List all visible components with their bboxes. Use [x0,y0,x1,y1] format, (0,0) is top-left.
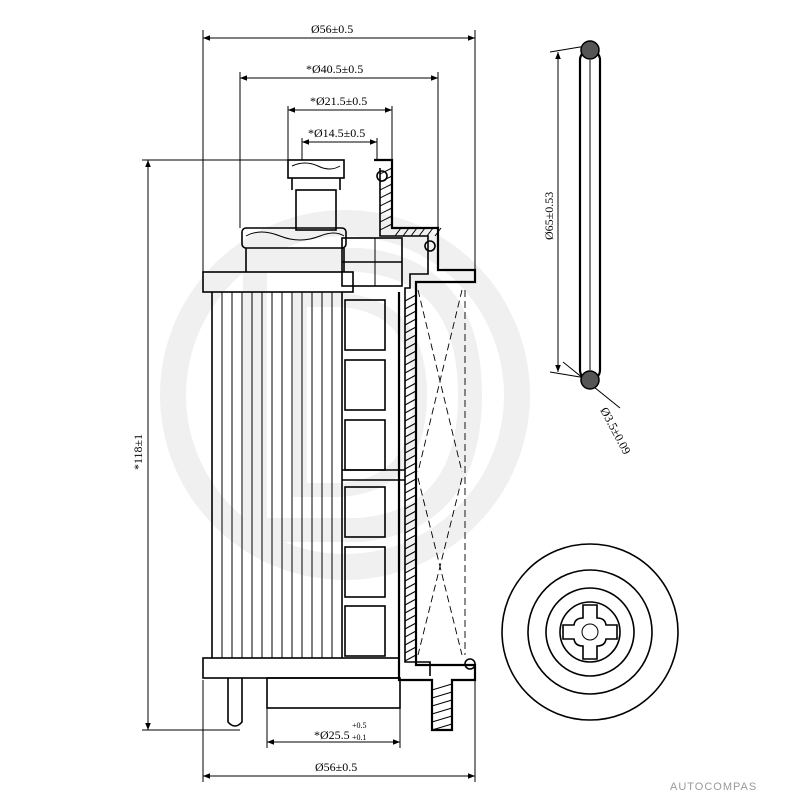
hatch-line [404,550,417,558]
hatch-line [404,558,417,566]
hatch-line [404,542,417,550]
hatch-line [404,510,417,518]
hatch-line [418,227,426,237]
hatch-line [402,227,410,237]
dim-bottom-inner: *Ø25.5 [314,728,350,742]
hatch-line [404,502,417,510]
hatch-line [404,638,417,646]
hatch-line [404,398,417,406]
hatch-line [404,534,417,542]
hatch-line [431,707,453,715]
hatch-line [404,606,417,614]
filter-end-view [501,543,679,721]
hatch-line [431,691,453,699]
hatch-line [404,382,417,390]
dim-bottom-tol-upper: +0.5 [352,721,367,730]
hatch-line [404,326,417,334]
hatch-line [431,699,453,707]
hatch-line [431,683,453,691]
hatch-line [404,366,417,374]
filter-element [202,159,401,727]
hatch-line [404,454,417,462]
extension-lines [142,30,476,782]
hatch-line [404,342,417,350]
hatch-line [404,310,417,318]
dim-14: *Ø14.5±0.5 [308,126,365,140]
hatch-line [379,215,393,223]
hatch-line [404,470,417,478]
hatch-line [379,199,393,207]
hatch-line [404,518,417,526]
dimension-lines [145,35,621,779]
dim-bottom-outer: Ø56±0.5 [315,760,357,774]
o-ring-drawing [578,40,602,390]
hatch-line [404,622,417,630]
dim-height: *118±1 [131,434,145,470]
hatch-line [404,598,417,606]
hatch-line [404,654,417,662]
hatch-line [404,526,417,534]
hatch-line [410,227,418,237]
hatch-line [404,422,417,430]
hatch-line [404,414,417,422]
hatch-line [379,191,393,199]
hatch-line [404,358,417,366]
watermark-brand-text: AUTOCOMPAS [670,781,757,793]
hatch-line [404,374,417,382]
hatch-line [379,167,393,175]
hatch-line [379,223,393,231]
hatch-line [404,630,417,638]
hatch-line [404,566,417,574]
dim-21: *Ø21.5±0.5 [310,94,367,108]
hatch-line [431,715,453,723]
hatch-line [404,438,417,446]
hatch-line [404,614,417,622]
dim-oring-diameter: Ø65±0.53 [542,192,556,240]
filter-section-view [341,158,477,732]
section-hatching [379,167,453,731]
hatch-line [404,446,417,454]
center-tube-slots [342,299,405,657]
hatch-line [426,227,434,237]
hatch-line [404,294,417,302]
dim-40: *Ø40.5±0.5 [306,62,363,76]
hatch-line [434,227,442,237]
hatch-line [404,574,417,582]
dim-oring-section: Ø3.5±0.09 [597,405,633,457]
hatch-line [404,430,417,438]
hatch-line [379,183,393,191]
hatch-line [379,207,393,215]
hatch-line [404,486,417,494]
hatch-line [404,462,417,470]
dim-bottom-tol-lower: +0.1 [352,733,367,742]
hatch-line [404,590,417,598]
hatch-line [404,350,417,358]
hatch-line [394,227,402,237]
hatch-line [404,646,417,654]
hatch-line [404,478,417,486]
hatch-line [404,318,417,326]
pleated-media [221,292,333,658]
hatch-line [431,723,453,731]
hatch-line [404,406,417,414]
hatch-line [404,390,417,398]
hatch-line [404,494,417,502]
hatch-line [404,334,417,342]
hatch-line [404,302,417,310]
watermark-brand: AUTOCOMPAS [670,781,757,793]
hatch-line [404,582,417,590]
dim-top-outer: Ø56±0.5 [311,22,353,36]
